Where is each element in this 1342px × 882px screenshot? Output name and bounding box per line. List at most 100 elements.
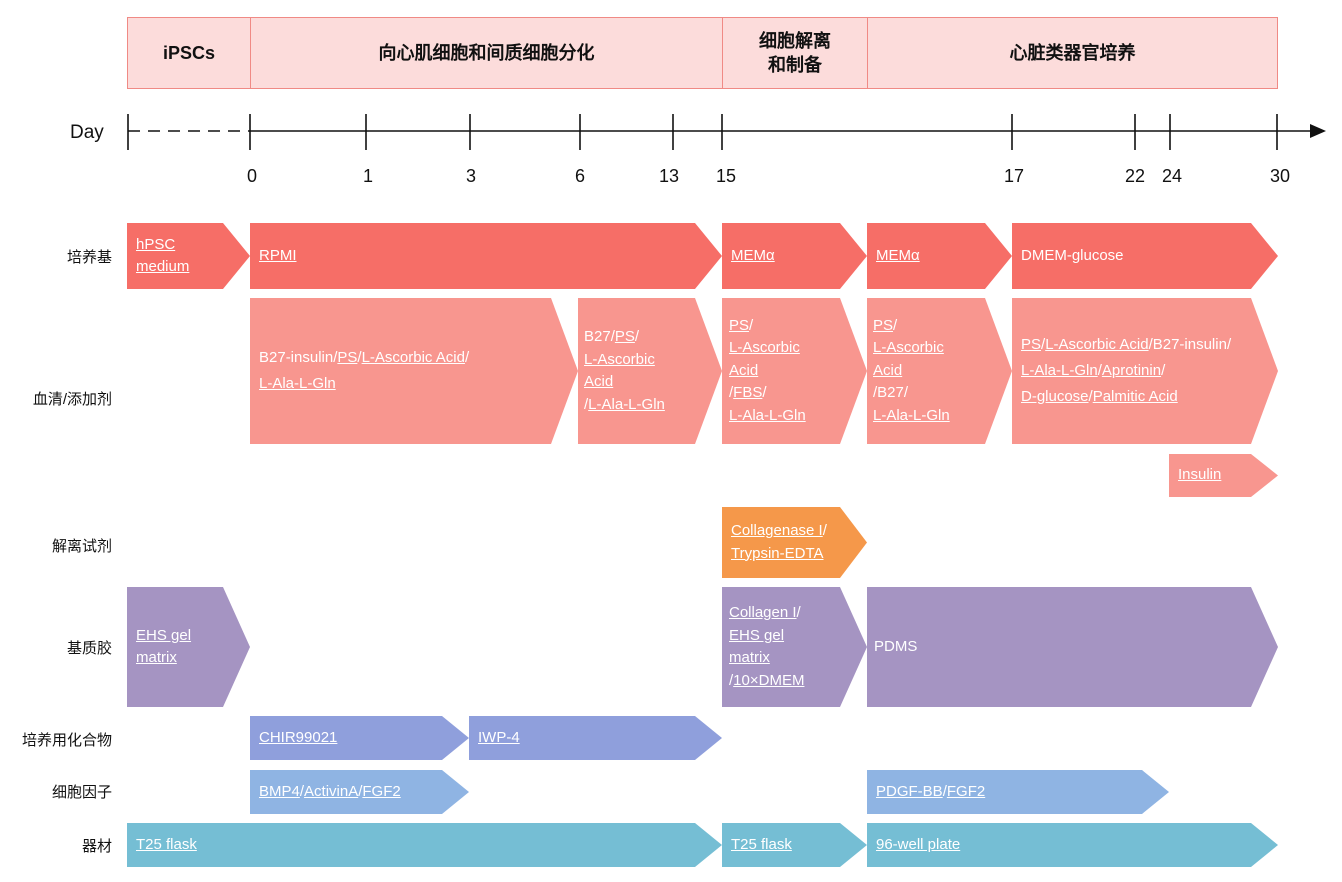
reagent-link[interactable]: Aprotinin — [1101, 361, 1162, 379]
reagent-link[interactable]: T25 flask — [731, 835, 792, 853]
reagent-link[interactable]: L-Ala-L-Gln — [259, 375, 336, 392]
reagent-link[interactable]: FBS — [733, 384, 763, 402]
bar-text: PDGF-BB/FGF2 — [876, 781, 985, 804]
reagent-link[interactable]: MEMα — [731, 246, 775, 264]
reagent-link[interactable]: Collagenase I — [731, 522, 823, 539]
reagent-link[interactable]: L-Ala-L-Gln — [729, 406, 806, 424]
reagent-link[interactable]: D-glucose — [1021, 388, 1089, 406]
bar-text-line: /10×DMEM — [729, 670, 804, 693]
reagent-link[interactable]: FGF2 — [362, 782, 401, 800]
reagent-link[interactable]: L-Ascorbic — [729, 339, 800, 357]
bar-text: DMEM-glucose — [1021, 245, 1124, 268]
reagent-link[interactable]: Trypsin-EDTA — [731, 544, 824, 562]
reagent-link[interactable]: hPSC — [136, 235, 176, 253]
reagent-link[interactable]: CHIR99021 — [259, 728, 338, 746]
bar-medium-mem-alpha-1: MEMα — [722, 223, 867, 289]
bar-text-line: matrix — [136, 647, 191, 670]
day-axis: Day 0 1 3 6 13 15 17 22 24 30 — [70, 114, 1326, 186]
tick-label: 22 — [1125, 166, 1145, 186]
reagent-link[interactable]: L-Ascorbic — [873, 339, 944, 357]
separator-text: /B27/ — [873, 384, 909, 402]
bar-text: MEMα — [731, 245, 775, 268]
separator-text: / — [1088, 388, 1093, 406]
reagent-link[interactable]: T25 flask — [136, 835, 197, 853]
bar-text-line: hPSC — [136, 234, 189, 257]
phase-organoid-culture: 心脏类器官培养 — [867, 17, 1278, 89]
reagent-link[interactable]: PDGF-BB — [876, 782, 943, 800]
bar-text: BMP4/ActivinA/FGF2 — [259, 781, 401, 804]
bar-medium-mem-alpha-2: MEMα — [867, 223, 1012, 289]
bar-text: 96-well plate — [876, 834, 960, 857]
reagent-link[interactable]: PS — [729, 316, 750, 334]
reagent-link[interactable]: PS — [1021, 335, 1042, 353]
reagent-link[interactable]: Acid — [873, 361, 903, 379]
bar-text-line: Acid — [873, 360, 950, 383]
reagent-link[interactable]: EHS gel — [136, 626, 192, 644]
reagent-link[interactable]: matrix — [136, 649, 177, 666]
separator-text: / — [893, 316, 898, 334]
tick-label: 6 — [575, 166, 585, 186]
separator-text: / — [299, 782, 305, 800]
bar-text: CHIR99021 — [259, 727, 337, 750]
bar-dissociation-collagenase: Collagenase I/Trypsin-EDTA — [722, 507, 867, 578]
axis-ticks: 0 1 3 6 13 15 17 22 24 30 — [247, 114, 1290, 186]
bar-text-line: L-Ascorbic — [729, 337, 806, 360]
separator-text: PDMS — [874, 637, 918, 655]
bar-text: Collagenase I/Trypsin-EDTA — [731, 520, 827, 565]
reagent-link[interactable]: Collagen I — [729, 604, 797, 621]
reagent-link[interactable]: BMP4 — [259, 782, 300, 800]
bar-text-line: Collagenase I/ — [731, 520, 827, 543]
bar-text-line: PS/ — [729, 315, 806, 338]
bar-equipment-96-well-plate: 96-well plate — [867, 823, 1278, 867]
reagent-link[interactable]: L-Ascorbic — [584, 350, 655, 368]
separator-text: / — [357, 348, 362, 366]
reagent-link[interactable]: ActivinA — [304, 782, 359, 800]
bar-text-line: PDMS — [874, 636, 917, 659]
bar-text-line: L-Ascorbic — [584, 349, 665, 372]
separator-text: / — [464, 348, 470, 366]
tick-label: 13 — [659, 166, 679, 186]
bar-text-line: T25 flask — [731, 834, 792, 857]
bar-text: RPMI — [259, 245, 297, 268]
bar-text-line: /B27/ — [873, 382, 950, 405]
reagent-link[interactable]: Acid — [584, 373, 614, 390]
reagent-link[interactable]: FGF2 — [946, 782, 986, 800]
tick-label: 3 — [466, 166, 476, 186]
reagent-link[interactable]: L-Ala-L-Gln — [873, 406, 950, 424]
separator-text: / — [634, 328, 640, 345]
phase-dissociation: 细胞解离 和制备 — [722, 17, 868, 89]
bar-text-line: /L-Ala-L-Gln — [584, 394, 665, 417]
bar-matrix-pdms: PDMS — [867, 587, 1278, 707]
separator-text: B27 — [584, 328, 611, 345]
reagent-link[interactable]: MEMα — [876, 246, 920, 264]
reagent-link[interactable]: PS — [873, 316, 894, 334]
reagent-link[interactable]: PS — [614, 328, 635, 345]
tick-label: 30 — [1270, 166, 1290, 186]
bar-text-line: T25 flask — [136, 834, 197, 857]
reagent-link[interactable]: medium — [136, 258, 190, 275]
bar-serum-b27-insulin: B27-insulin/PS/L-Ascorbic Acid/L-Ala-L-G… — [250, 298, 578, 444]
reagent-link[interactable]: Acid — [729, 361, 759, 379]
separator-text: / — [358, 782, 363, 800]
reagent-link[interactable]: L-Ala-L-Gln — [588, 395, 665, 413]
separator-text: / — [749, 316, 754, 334]
bar-text-line: EHS gel — [136, 625, 191, 648]
reagent-link[interactable]: L-Ascorbic Acid — [1045, 335, 1149, 353]
reagent-link[interactable]: Palmitic Acid — [1092, 388, 1178, 406]
reagent-link[interactable]: RPMI — [259, 246, 297, 264]
reagent-link[interactable]: EHS gel — [729, 626, 785, 644]
reagent-link[interactable]: 10×DMEM — [733, 671, 805, 689]
tick-label: 15 — [716, 166, 736, 186]
reagent-link[interactable]: L-Ascorbic Acid — [361, 348, 465, 366]
bar-text-line: medium — [136, 256, 189, 279]
reagent-link[interactable]: L-Ala-L-Gln — [1021, 361, 1098, 379]
reagent-link[interactable]: IWP-4 — [478, 728, 520, 746]
bar-text-line: L-Ala-L-Gln — [259, 371, 469, 397]
reagent-link[interactable]: 96-well plate — [876, 835, 961, 853]
reagent-link[interactable]: Insulin — [1178, 466, 1222, 484]
reagent-link[interactable]: matrix — [729, 649, 770, 666]
reagent-link[interactable]: PS — [337, 348, 358, 366]
